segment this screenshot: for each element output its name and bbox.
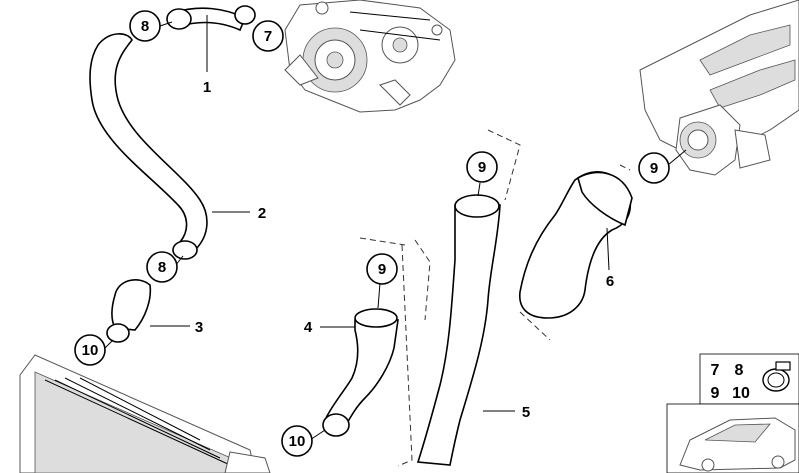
- hose-5-top: [454, 194, 500, 218]
- engine-intake-illustration: [639, 0, 799, 176]
- svg-text:9: 9: [378, 261, 386, 278]
- svg-text:7: 7: [264, 28, 272, 45]
- callout-9-hose-6: 9: [638, 152, 670, 184]
- svg-text:10: 10: [289, 433, 306, 450]
- callout-8-top: 8: [129, 10, 161, 42]
- callout-8-mid: 8: [146, 251, 178, 283]
- legend-8: 8: [735, 362, 744, 379]
- clamp-8-top: [166, 8, 192, 30]
- legend-10: 10: [732, 385, 750, 402]
- hose-4-top: [354, 308, 398, 328]
- label-4: 4: [304, 319, 313, 336]
- label-3: 3: [195, 319, 203, 336]
- clamp-7: [234, 5, 256, 25]
- hose-3: [111, 279, 152, 331]
- hose-4-end: [322, 413, 350, 437]
- dashed-zone-6: [519, 164, 631, 341]
- vehicle-thumbnail: [666, 403, 799, 473]
- dashed-zone-4: [359, 237, 431, 321]
- hose-2: [89, 33, 208, 251]
- callout-9-hose-5: 9: [466, 151, 498, 183]
- clamp-10-left: [106, 323, 130, 343]
- turbocharger-illustration: [284, 0, 456, 113]
- legend-box: 7 8 9 10: [699, 353, 799, 405]
- callout-10-left: 10: [74, 334, 106, 366]
- svg-text:10: 10: [82, 342, 99, 359]
- svg-text:8: 8: [141, 18, 149, 35]
- svg-text:8: 8: [158, 259, 166, 276]
- callout-10-bottom: 10: [281, 425, 313, 457]
- label-6: 6: [606, 273, 614, 290]
- svg-text:9: 9: [650, 160, 658, 177]
- callout-9-hose-4: 9: [366, 253, 398, 285]
- svg-text:9: 9: [478, 159, 486, 176]
- hose-clamp-icon: [762, 361, 791, 392]
- hose-5: [416, 204, 501, 466]
- legend-7: 7: [711, 362, 720, 379]
- label-2: 2: [258, 205, 266, 222]
- callout-7: 7: [252, 20, 284, 52]
- label-1: 1: [203, 79, 211, 96]
- legend-9: 9: [711, 385, 720, 402]
- intercooler-illustration: [19, 354, 271, 473]
- label-5: 5: [522, 404, 530, 421]
- hose-6-top: [577, 171, 633, 227]
- dashed-zone-5: [397, 129, 521, 467]
- hose-2-end: [172, 240, 198, 260]
